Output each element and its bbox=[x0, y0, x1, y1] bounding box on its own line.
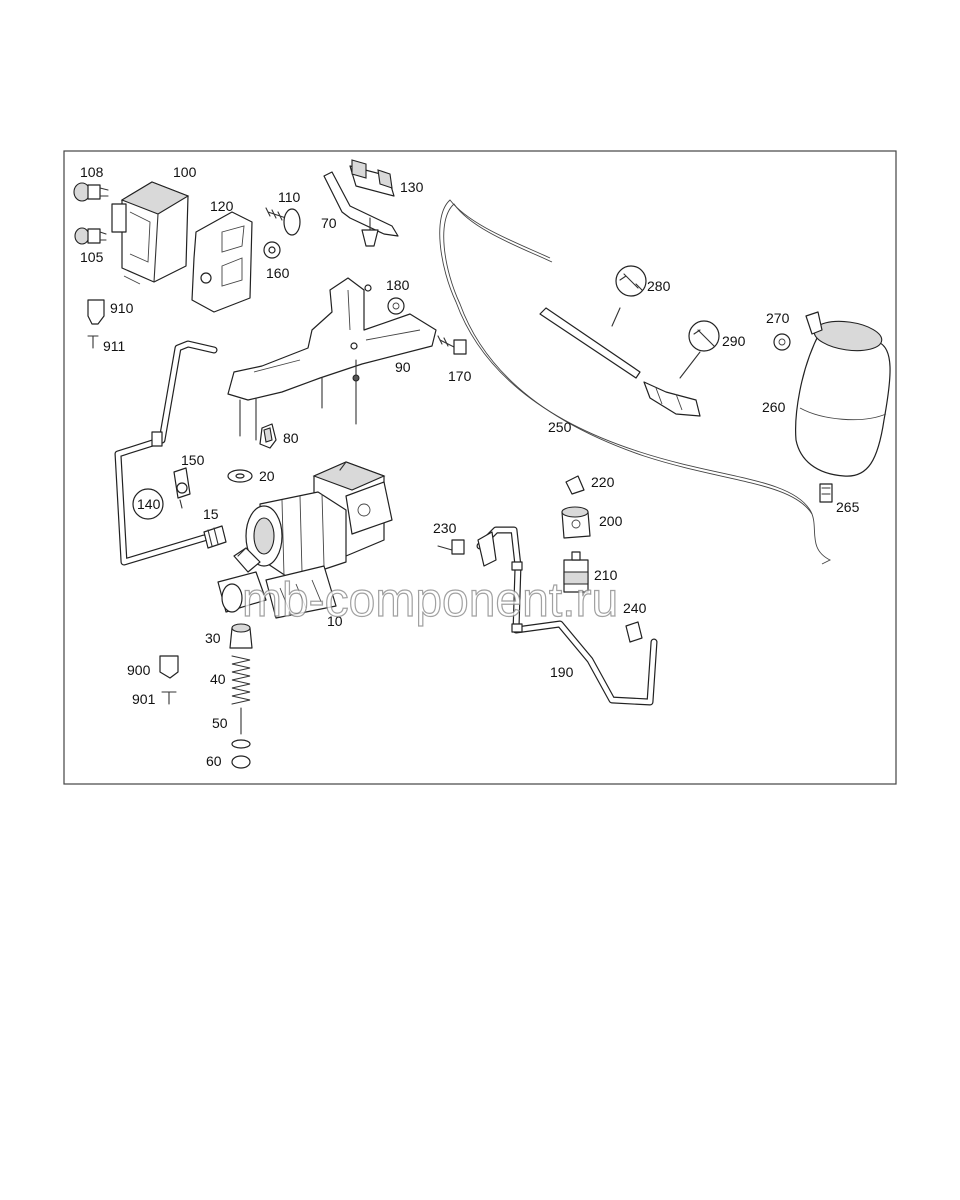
label-120: 120 bbox=[210, 198, 234, 214]
label-170: 170 bbox=[448, 368, 472, 384]
valve-265 bbox=[819, 483, 833, 503]
label-220: 220 bbox=[591, 474, 615, 490]
clip-220 bbox=[565, 475, 585, 495]
label-250: 250 bbox=[548, 419, 572, 435]
label-290: 290 bbox=[722, 333, 746, 349]
tool-280 bbox=[539, 265, 647, 379]
clip-130 bbox=[349, 159, 395, 197]
label-70: 70 bbox=[321, 215, 337, 231]
connector-105 bbox=[74, 227, 107, 245]
compressor-10 bbox=[217, 461, 393, 619]
label-270: 270 bbox=[766, 310, 790, 326]
carrier-90 bbox=[227, 277, 437, 441]
label-900: 900 bbox=[127, 662, 151, 678]
clamp-240 bbox=[625, 621, 643, 643]
label-210: 210 bbox=[594, 567, 618, 583]
label-90: 90 bbox=[395, 359, 411, 375]
label-240: 240 bbox=[623, 600, 647, 616]
bracket-120 bbox=[191, 211, 253, 313]
label-105: 105 bbox=[80, 249, 104, 265]
filter-30 bbox=[229, 623, 253, 649]
valve-210 bbox=[563, 551, 589, 593]
pin-911 bbox=[87, 335, 99, 349]
label-100: 100 bbox=[173, 164, 197, 180]
label-160: 160 bbox=[266, 265, 290, 281]
label-280: 280 bbox=[647, 278, 671, 294]
washer-20 bbox=[227, 469, 253, 483]
screw-230 bbox=[437, 539, 465, 555]
label-60: 60 bbox=[206, 753, 222, 769]
label-180: 180 bbox=[386, 277, 410, 293]
line-250 bbox=[439, 199, 832, 565]
label-190: 190 bbox=[550, 664, 574, 680]
damper-200 bbox=[561, 506, 591, 539]
clip-900 bbox=[159, 655, 179, 679]
label-140: 140 bbox=[137, 496, 161, 512]
diagram-frame bbox=[63, 150, 897, 785]
label-40: 40 bbox=[210, 671, 226, 687]
label-110: 110 bbox=[278, 189, 301, 205]
bolt-110 bbox=[265, 207, 301, 236]
label-230: 230 bbox=[433, 520, 457, 536]
label-130: 130 bbox=[400, 179, 424, 195]
fitting-15 bbox=[203, 525, 227, 549]
nut-180 bbox=[387, 297, 405, 315]
fitting-150 bbox=[173, 467, 191, 509]
label-150: 150 bbox=[181, 452, 205, 468]
callout-140 bbox=[132, 488, 164, 520]
label-30: 30 bbox=[205, 630, 221, 646]
washer-160 bbox=[263, 241, 281, 259]
label-910: 910 bbox=[110, 300, 134, 316]
line-190 bbox=[476, 526, 658, 706]
label-200: 200 bbox=[599, 513, 623, 529]
control-unit-100 bbox=[111, 181, 190, 285]
label-911: 911 bbox=[103, 338, 126, 354]
screw-170 bbox=[437, 335, 467, 355]
label-260: 260 bbox=[762, 399, 786, 415]
line-140 bbox=[114, 340, 218, 566]
clip-80 bbox=[259, 423, 277, 449]
label-901: 901 bbox=[132, 691, 156, 707]
part-labels: 108 100 105 910 911 120 110 160 70 130 1… bbox=[80, 164, 860, 769]
label-10: 10 bbox=[327, 613, 343, 629]
nut-270 bbox=[773, 333, 791, 351]
watermark: mb-component.ru bbox=[242, 574, 618, 627]
connector-108 bbox=[73, 182, 109, 202]
label-15: 15 bbox=[203, 506, 219, 522]
label-50: 50 bbox=[212, 715, 228, 731]
label-20: 20 bbox=[259, 468, 275, 484]
label-80: 80 bbox=[283, 430, 299, 446]
label-265: 265 bbox=[836, 499, 860, 515]
pin-901 bbox=[161, 691, 177, 705]
spring-40 bbox=[231, 655, 251, 705]
label-108: 108 bbox=[80, 164, 104, 180]
seal-60 bbox=[231, 739, 251, 769]
clip-910 bbox=[87, 299, 105, 325]
reservoir-260 bbox=[795, 311, 891, 477]
holder-70 bbox=[323, 171, 399, 247]
tool-290 bbox=[643, 320, 720, 417]
